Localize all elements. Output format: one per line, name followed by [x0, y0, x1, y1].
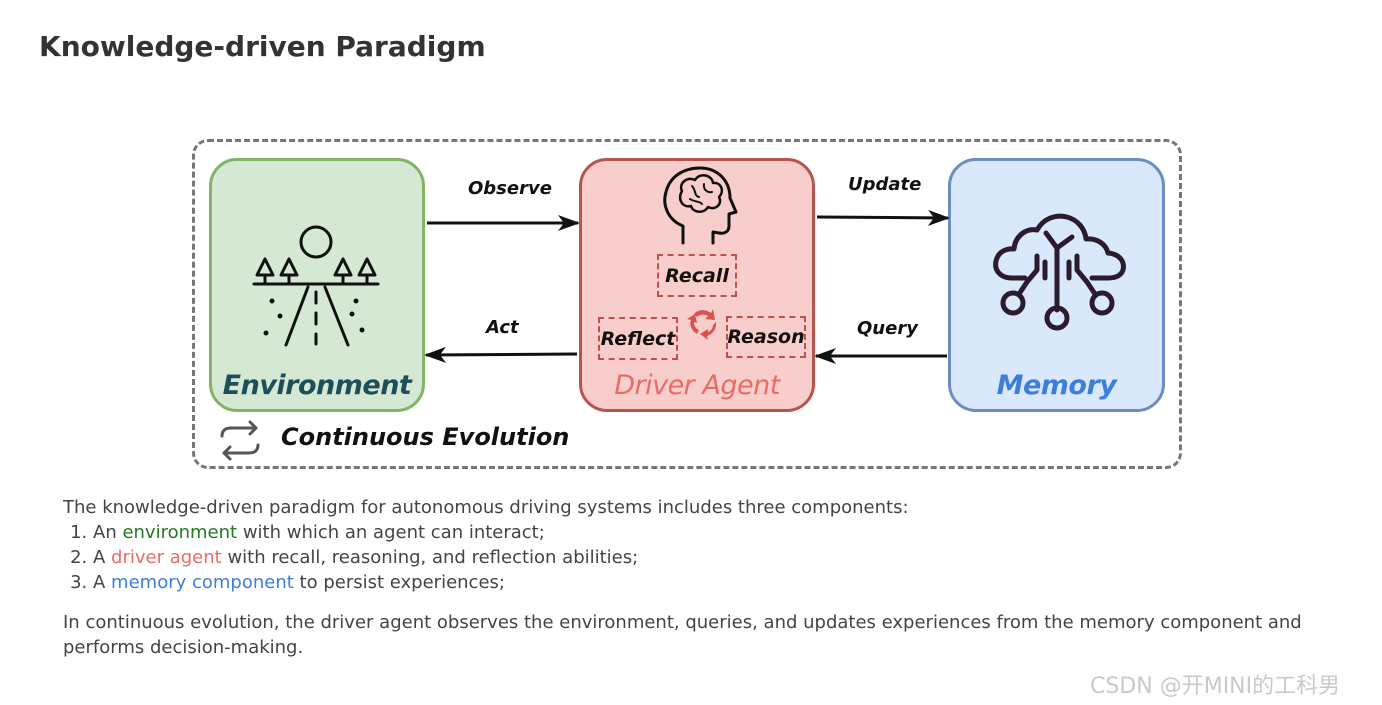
watermark: CSDN @开MINI的工科男 [1090, 674, 1341, 699]
memory-label: Memory [996, 370, 1117, 401]
update-arrow [816, 209, 950, 226]
road-trees-sun-icon [252, 225, 380, 347]
description-intro: The knowledge-driven paradigm for autono… [63, 497, 909, 518]
continuous-evolution-frame [192, 139, 1182, 469]
act-label: Act [486, 317, 519, 338]
cycle-arrows-icon [687, 309, 717, 340]
list-item-prefix: An [93, 522, 123, 543]
head-brain-icon [663, 166, 738, 245]
memory-component-highlight: memory component [111, 572, 294, 593]
description: The knowledge-driven paradigm for autono… [63, 495, 1343, 660]
cloud-network-icon [993, 213, 1126, 331]
query-label: Query [857, 318, 918, 339]
list-item-suffix: with which an agent can interact; [237, 522, 545, 543]
repeat-icon [220, 420, 260, 461]
list-item: A memory component to persist experience… [93, 570, 1343, 595]
page-title: Knowledge-driven Paradigm [39, 30, 486, 63]
continuous-evolution-label: Continuous Evolution [281, 423, 570, 451]
driver-agent-highlight: driver agent [111, 547, 222, 568]
update-label: Update [848, 174, 922, 195]
list-item-suffix: to persist experiences; [293, 572, 505, 593]
list-item-suffix: with recall, reasoning, and reflection a… [221, 547, 639, 568]
observe-label: Observe [468, 178, 552, 199]
reflect-box: Reflect [598, 317, 678, 360]
list-item-prefix: A [93, 572, 112, 593]
reason-box: Reason [726, 316, 806, 358]
recall-box: Recall [657, 254, 737, 297]
list-item-prefix: A [93, 547, 112, 568]
environment-highlight: environment [122, 522, 238, 543]
component-list: An environment with which an agent can i… [63, 520, 1343, 595]
driver-agent-label: Driver Agent [614, 370, 780, 401]
driver-agent-box: Driver Agent [579, 158, 815, 412]
list-item: An environment with which an agent can i… [93, 520, 1343, 545]
list-item: A driver agent with recall, reasoning, a… [93, 545, 1343, 570]
environment-label: Environment [222, 370, 412, 401]
act-arrow [424, 346, 578, 363]
description-summary: In continuous evolution, the driver agen… [63, 612, 1302, 658]
